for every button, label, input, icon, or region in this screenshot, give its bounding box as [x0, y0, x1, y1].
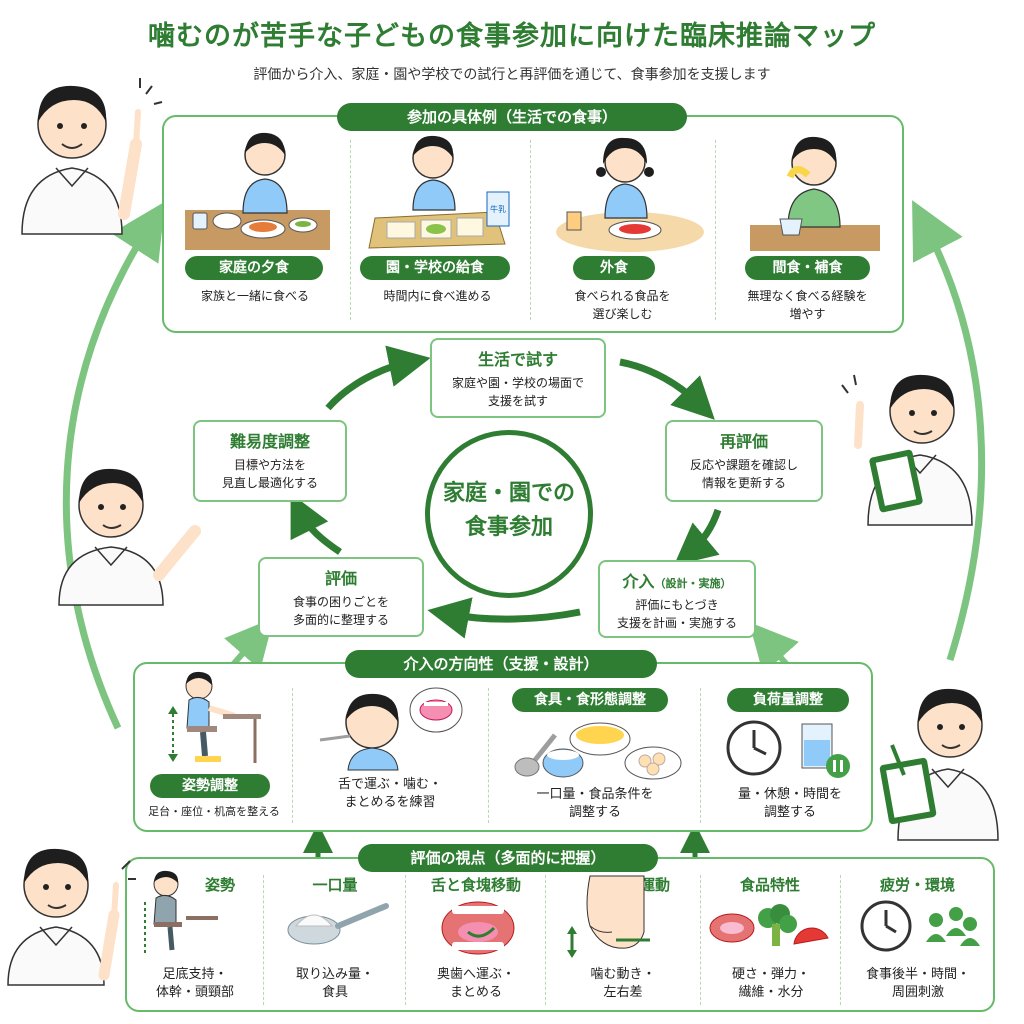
inner-arrow-5: [290, 493, 342, 555]
step-adjust-desc: 目標や方法を 見直し最適化する: [221, 458, 318, 490]
viewpoint-label-5: 食品特性: [739, 876, 800, 894]
school-lunch-illustration: 牛乳: [368, 135, 510, 249]
step-evaluate-box: 評価 食事の困りごとを 多面的に整理する: [258, 557, 424, 637]
participation-desc-4: 無理なく食べる経験を 増やす: [747, 289, 868, 321]
therapist-bottom-left-illustration: [7, 848, 136, 986]
page-title: 噛むのが苦手な子どもの食事参加に向けた臨床推論マップ: [148, 21, 876, 52]
inner-arrow-3: [673, 508, 722, 566]
fatigue-environment-illustration: [860, 900, 980, 952]
therapist-middle-left-illustration: [58, 468, 201, 606]
therapist-top-left-illustration: [21, 78, 163, 235]
viewpoint-desc-2: 取り込み量・ 食具: [295, 967, 374, 1000]
direction-desc-2: 舌で運ぶ・噛む・ まとめるを練習: [337, 777, 442, 810]
direction-label-1: 姿勢調整: [150, 774, 270, 798]
milk-carton-text: 牛乳: [490, 204, 506, 214]
step-intervene-box: 介入（設計・実施） 評価にもとづき 支援を計画・実施する: [598, 560, 756, 638]
eating-out-illustration: [556, 137, 704, 252]
center-label: 家庭・園での 食事参加: [442, 481, 575, 540]
participation-label-2: 園・学校の給食: [360, 256, 510, 280]
inner-arrow-2: [619, 358, 715, 420]
participation-desc-3: 食べられる食品を 選び楽しむ: [574, 289, 671, 321]
viewpoint-label-1: 姿勢: [204, 876, 235, 894]
therapist-bottom-right-writing-illustration: [879, 688, 999, 841]
direction-label-4: 負荷量調整: [727, 688, 849, 712]
snack-illustration: [750, 136, 880, 251]
step-adjust-title: 難易度調整: [229, 432, 310, 451]
viewpoint-desc-6: 食事後半・時間・ 周囲刺激: [865, 967, 970, 1000]
step-intervene-title: 介入: [622, 572, 655, 591]
direction-desc-3: 一口量・食品条件を 調整する: [536, 787, 654, 820]
participation-desc-1: 家族と一緒に食べる: [200, 289, 309, 303]
step-adjust-box: 難易度調整 目標や方法を 見直し最適化する: [193, 420, 347, 502]
step-try-title: 生活で試す: [477, 350, 558, 369]
step-intervene-desc: 評価にもとづき 支援を計画・実施する: [616, 598, 737, 630]
step-evaluate-desc: 食事の困りごとを 多面的に整理する: [292, 595, 389, 627]
participation-label-3: 外食: [573, 256, 655, 280]
step-intervene-note: （設計・実施）: [654, 577, 732, 590]
step-reeval-title: 再評価: [719, 432, 768, 451]
viewpoint-desc-3: 奥歯へ運ぶ・ まとめる: [436, 967, 515, 1000]
viewpoint-desc-5: 硬さ・弾力・ 繊維・水分: [731, 967, 810, 1000]
inner-arrow-1: [325, 345, 431, 411]
page-subtitle: 評価から介入、家庭・園や学校での試行と再評価を通じて、食事参加を支援します: [253, 67, 771, 83]
viewpoint-desc-1: 足底支持・ 体幹・頭頸部: [155, 967, 234, 1000]
direction-label-3: 食具・食形態調整: [512, 688, 668, 712]
viewpoint-label-6: 疲労・環境: [879, 876, 955, 894]
jaw-movement-illustration: [567, 875, 650, 958]
direction-desc-4: 量・休憩・時間を 調整する: [737, 787, 842, 820]
posture-adjust-illustration: [168, 671, 261, 763]
step-try-box: 生活で試す 家庭や園・学校の場面で 支援を試す: [430, 338, 606, 418]
direction-desc-1: 足台・座位・机高を整える: [148, 805, 280, 818]
step-try-desc: 家庭や園・学校の場面で 支援を試す: [451, 376, 584, 408]
viewpoints-panel: [125, 857, 995, 1012]
step-reeval-desc: 反応や課題を確認し 情報を更新する: [689, 458, 798, 490]
load-adjust-illustration: [726, 720, 850, 778]
tongue-practice-illustration: [319, 687, 463, 771]
participation-label-1: 家庭の夕食: [185, 256, 323, 280]
mouth-tongue-illustration: [441, 901, 515, 955]
spoon-rice-illustration: [287, 903, 389, 945]
participation-label-4: 間食・補食: [745, 256, 870, 280]
step-reeval-box: 再評価 反応や課題を確認し 情報を更新する: [665, 420, 823, 502]
viewpoint-desc-4: 噛む動き・ 左右差: [590, 967, 656, 1000]
viewpoint-label-2: 一口量: [312, 876, 358, 894]
outer-arrow-left: [62, 201, 166, 730]
center-circle: 家庭・園での 食事参加: [425, 430, 593, 598]
posture-view-illustration: [144, 870, 218, 954]
viewpoint-label-3: 舌と食塊移動: [430, 876, 521, 894]
viewpoints-header: 評価の視点（多面的に把握）: [358, 844, 658, 872]
food-texture-illustration: [709, 904, 829, 946]
therapist-right-clipboard-illustration: [841, 374, 973, 526]
family-dinner-illustration: [185, 132, 330, 250]
outer-arrow-right: [912, 200, 986, 662]
direction-header: 介入の方向性（支援・設計）: [345, 650, 657, 678]
utensil-food-illustration: [514, 722, 682, 780]
inner-arrow-4: [427, 597, 581, 639]
participation-desc-2: 時間内に食べ進める: [383, 289, 492, 303]
step-evaluate-title: 評価: [324, 569, 357, 588]
participation-header: 参加の具体例（生活での食事）: [337, 103, 687, 131]
